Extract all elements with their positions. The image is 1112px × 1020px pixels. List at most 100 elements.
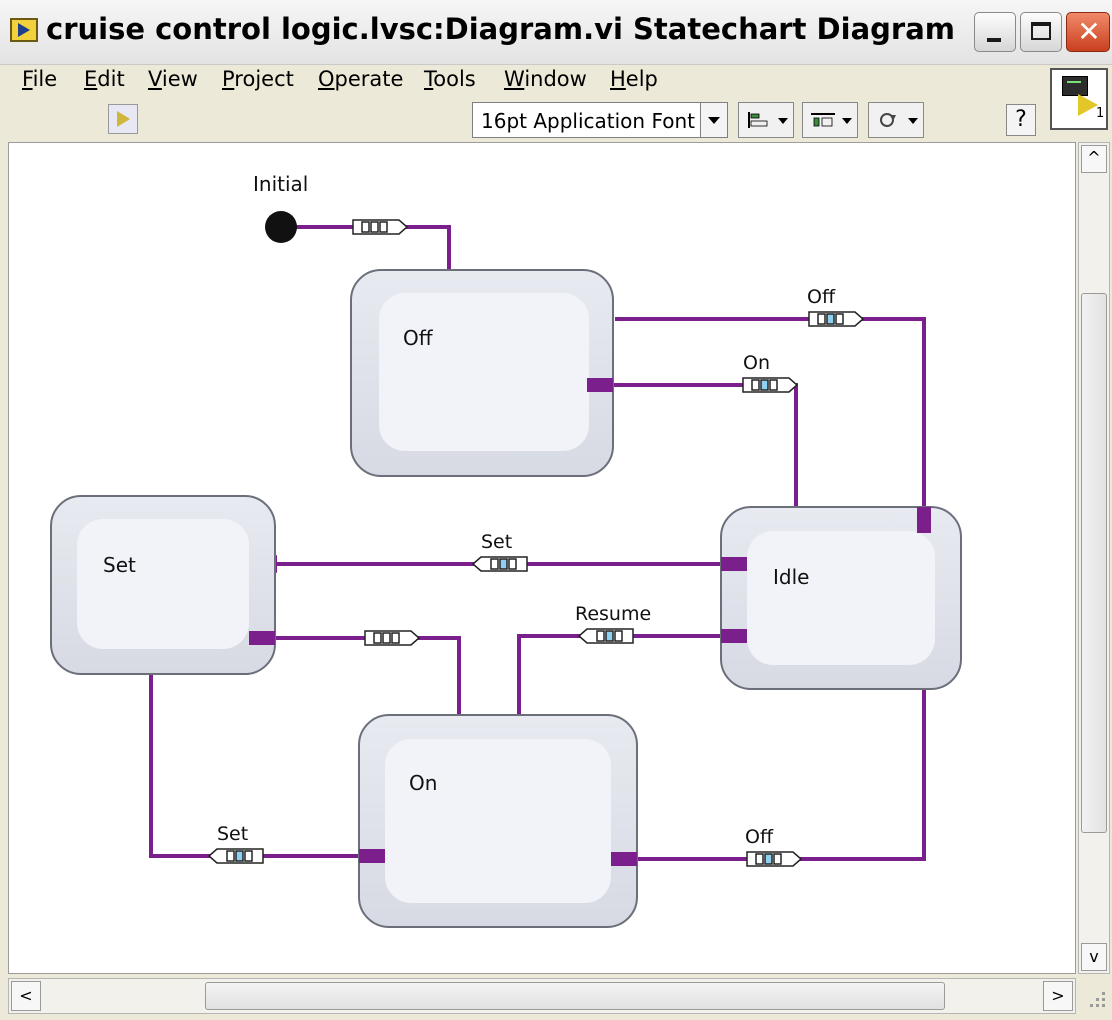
font-select-value: 16pt Application Font bbox=[481, 109, 695, 133]
title-bar[interactable]: cruise control logic.lvsc:Diagram.vi Sta… bbox=[0, 0, 1112, 65]
menu-window-label: indow bbox=[524, 67, 587, 91]
distribute-objects-button[interactable] bbox=[802, 102, 858, 138]
align-objects-button[interactable] bbox=[738, 102, 794, 138]
transition-idle-to-off-label: Off bbox=[807, 286, 836, 308]
chevron-down-icon bbox=[908, 118, 918, 124]
vi-icon-number: 1 bbox=[1096, 106, 1105, 121]
reorder-icon bbox=[880, 113, 896, 127]
transition-on-to-idle-label: Off bbox=[745, 826, 774, 848]
window-title: cruise control logic.lvsc:Diagram.vi Sta… bbox=[46, 12, 955, 46]
menu-window[interactable]: Window bbox=[504, 67, 587, 91]
menu-edit[interactable]: Edit bbox=[84, 67, 125, 91]
menu-operate-label: perate bbox=[334, 67, 404, 91]
state-off[interactable]: Off bbox=[350, 269, 614, 477]
align-objects-icon bbox=[748, 112, 768, 128]
wire-off-to-idle[interactable] bbox=[613, 383, 798, 515]
state-off-label: Off bbox=[403, 326, 434, 350]
transition-idle-to-set[interactable]: Set bbox=[471, 531, 528, 572]
menu-tools-label: ools bbox=[433, 67, 476, 91]
wire-initial-to-off[interactable] bbox=[294, 225, 451, 277]
horizontal-scroll-thumb[interactable] bbox=[205, 982, 945, 1010]
vi-icon[interactable]: 1 bbox=[1050, 68, 1108, 130]
initial-pseudostate[interactable] bbox=[265, 211, 297, 243]
transition-on-to-set-label: Set bbox=[217, 823, 248, 845]
state-idle-label: Idle bbox=[773, 565, 809, 589]
font-select-dropdown-button[interactable] bbox=[700, 103, 727, 137]
menu-file[interactable]: File bbox=[22, 67, 57, 91]
maximize-icon bbox=[1031, 22, 1051, 40]
menu-tools[interactable]: Tools bbox=[424, 67, 476, 91]
state-on[interactable]: On bbox=[358, 714, 638, 928]
transition-set-to-on[interactable] bbox=[364, 630, 421, 646]
wire-on-to-idle[interactable] bbox=[637, 677, 926, 861]
initial-label: Initial bbox=[253, 172, 308, 196]
terminal-idle-top bbox=[917, 507, 931, 533]
transition-off-to-idle[interactable]: On bbox=[742, 352, 799, 393]
menu-project-label: roject bbox=[234, 67, 294, 91]
scroll-down-button[interactable]: v bbox=[1081, 943, 1107, 971]
terminals bbox=[249, 378, 931, 866]
vi-icon-arrow-graphic bbox=[1078, 94, 1098, 116]
menu-help[interactable]: Help bbox=[610, 67, 658, 91]
minimize-icon bbox=[987, 38, 1001, 42]
terminal-idle-left-lower bbox=[721, 629, 747, 643]
wire-set-to-on[interactable] bbox=[275, 636, 461, 721]
menu-file-label: ile bbox=[32, 67, 58, 91]
wire-on-to-set[interactable] bbox=[149, 667, 361, 858]
menu-operate[interactable]: Operate bbox=[318, 67, 403, 91]
transition-idle-to-set-label: Set bbox=[481, 531, 512, 553]
maximize-button[interactable] bbox=[1020, 12, 1062, 52]
state-on-label: On bbox=[409, 771, 437, 795]
menu-edit-mnemonic: E bbox=[84, 67, 98, 91]
reorder-button[interactable] bbox=[868, 102, 924, 138]
chevron-down-icon: v bbox=[1089, 947, 1099, 966]
context-help-button[interactable]: ? bbox=[1006, 104, 1036, 136]
chevron-down-icon bbox=[778, 118, 788, 124]
transition-on-to-set[interactable]: Set bbox=[207, 823, 264, 864]
wire-idle-to-off[interactable] bbox=[615, 317, 926, 513]
close-button[interactable]: ✕ bbox=[1066, 12, 1110, 52]
menu-tools-mnemonic: T bbox=[424, 67, 434, 91]
font-select[interactable]: 16pt Application Font bbox=[472, 102, 728, 138]
scroll-right-button[interactable]: > bbox=[1043, 981, 1073, 1011]
transition-initial-to-off[interactable] bbox=[352, 219, 409, 235]
terminal-idle-left-upper bbox=[721, 557, 747, 571]
chevron-down-icon bbox=[708, 117, 720, 124]
resize-grip-icon[interactable] bbox=[1082, 982, 1108, 1012]
menu-window-mnemonic: W bbox=[504, 67, 525, 91]
menu-help-label: elp bbox=[625, 67, 658, 91]
chevron-up-icon: ^ bbox=[1087, 148, 1101, 167]
statechart-diagram: Initial Off Set Idle On bbox=[50, 172, 962, 928]
transition-idle-to-on-label: Resume bbox=[575, 603, 651, 625]
menu-view-mnemonic: V bbox=[148, 67, 162, 91]
labview-app-icon bbox=[10, 18, 38, 42]
distribute-objects-icon bbox=[811, 113, 835, 127]
vertical-scrollbar[interactable]: ^ v bbox=[1078, 142, 1110, 974]
wire-idle-to-on[interactable] bbox=[517, 634, 721, 721]
run-arrow-icon bbox=[117, 111, 130, 127]
menu-view-label: iew bbox=[161, 67, 198, 91]
state-set[interactable]: Set bbox=[50, 495, 276, 675]
state-idle[interactable]: Idle bbox=[720, 506, 962, 690]
transition-on-to-idle[interactable]: Off bbox=[745, 826, 803, 867]
menu-operate-mnemonic: O bbox=[318, 67, 335, 91]
chevron-left-icon: < bbox=[19, 986, 33, 1005]
minimize-button[interactable] bbox=[974, 12, 1016, 52]
vertical-scroll-thumb[interactable] bbox=[1081, 293, 1107, 833]
scroll-left-button[interactable]: < bbox=[11, 981, 41, 1011]
menu-edit-label: dit bbox=[97, 67, 125, 91]
menu-view[interactable]: View bbox=[148, 67, 198, 91]
run-tool-button[interactable] bbox=[108, 104, 138, 134]
chevron-right-icon: > bbox=[1051, 986, 1065, 1005]
transition-idle-to-on[interactable]: Resume bbox=[575, 603, 651, 644]
diagram-canvas[interactable]: Initial Off Set Idle On bbox=[8, 142, 1076, 974]
scroll-up-button[interactable]: ^ bbox=[1081, 145, 1107, 173]
horizontal-scrollbar[interactable]: < > bbox=[8, 978, 1076, 1014]
terminal-set-out bbox=[249, 631, 275, 645]
menu-project[interactable]: Project bbox=[222, 67, 294, 91]
terminal-off-out bbox=[587, 378, 613, 392]
state-set-label: Set bbox=[103, 553, 136, 577]
transition-idle-to-off[interactable]: Off bbox=[807, 286, 865, 327]
close-icon: ✕ bbox=[1077, 15, 1101, 48]
